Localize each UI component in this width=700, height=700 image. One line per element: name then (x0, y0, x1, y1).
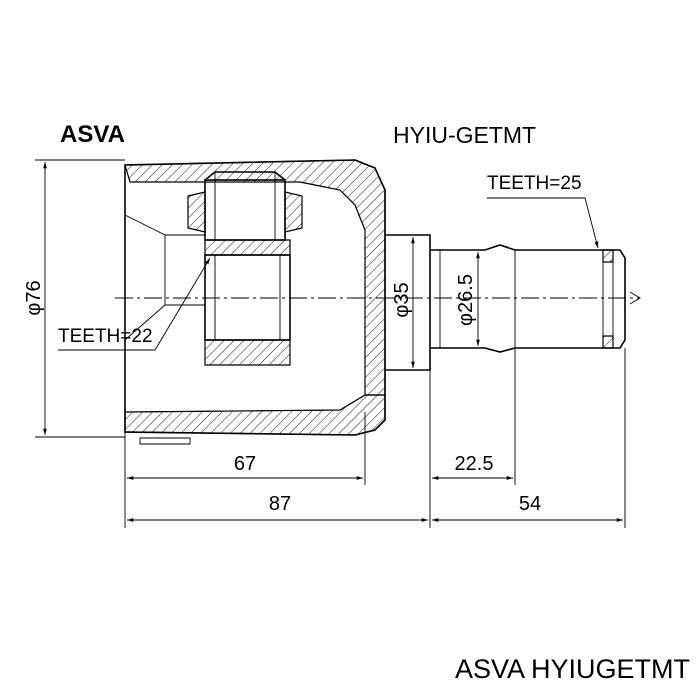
outer-diameter-label: φ76 (23, 280, 45, 315)
length-87-label: 87 (269, 493, 291, 515)
housing-body (124, 159, 386, 445)
teeth-outer-label: TEETH=25 (487, 173, 582, 194)
shaft-diameter-label: φ26.5 (455, 274, 477, 326)
housing-diameter-label: φ35 (391, 282, 413, 317)
footer-caption: ASVA HYIUGETMT (455, 654, 690, 684)
teeth-inner-label: TEETH=22 (58, 326, 153, 347)
part-number-label: HYIU-GETMT (393, 122, 536, 148)
length-67-label: 67 (234, 453, 256, 475)
brand-label: ASVA (60, 121, 125, 148)
teeth-callouts: TEETH=25 TEETH=22 (58, 173, 599, 351)
tripod-spider (187, 171, 303, 366)
length-22-5-label: 22.5 (455, 453, 494, 475)
length-54-label: 54 (519, 493, 541, 515)
stub-shaft (385, 234, 626, 371)
diameter-dimensions: φ76 φ35 φ26.5 (23, 159, 480, 438)
length-dimensions: 67 22.5 87 54 (124, 348, 626, 528)
